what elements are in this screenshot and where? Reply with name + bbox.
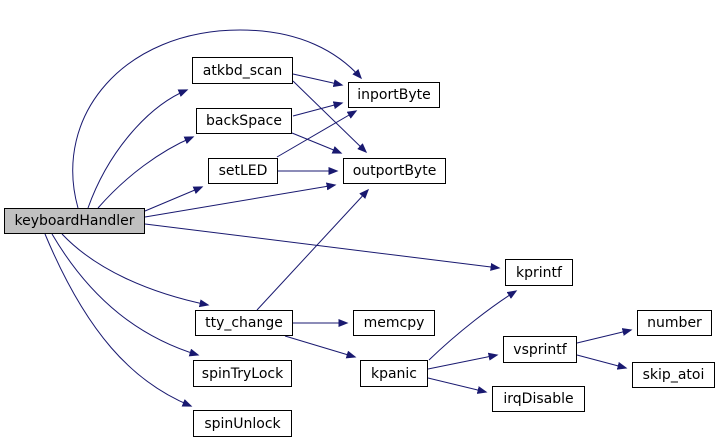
edge-atkbd_scan-inportByte (292, 73, 344, 88)
node-number-label: number (647, 315, 702, 331)
edge-keyboardHandler-backSpace (97, 136, 195, 209)
node-backSpace-label: backSpace (206, 113, 282, 129)
node-memcpy-label: memcpy (363, 315, 425, 331)
node-number[interactable]: number (637, 310, 712, 336)
edge-kpanic-kprintf (428, 290, 518, 361)
node-outportByte-label: outportByte (352, 163, 437, 179)
edge-keyboardHandler-atkbd_scan (87, 89, 189, 209)
node-kprintf-label: kprintf (516, 264, 562, 281)
node-irqDisable[interactable]: irqDisable (492, 386, 585, 412)
edge-keyboardHandler-spinTryLock (51, 233, 200, 357)
edge-keyboardHandler-tty_change (61, 233, 210, 308)
node-tty_change-label: tty_change (205, 315, 283, 331)
node-inportByte[interactable]: inportByte (348, 82, 440, 108)
node-kpanic-label: kpanic (370, 365, 418, 382)
node-spinUnlock-label: spinUnlock (204, 415, 281, 432)
node-vsprintf[interactable]: vsprintf (503, 336, 577, 363)
edge-backSpace-outportByte (291, 132, 343, 154)
node-setLED-label: setLED (218, 163, 268, 179)
node-spinTryLock[interactable]: spinTryLock (193, 360, 292, 387)
node-memcpy[interactable]: memcpy (353, 310, 435, 336)
edge-kpanic-vsprintf (427, 352, 499, 370)
edge-keyboardHandler-spinUnlock (44, 233, 193, 407)
node-irqDisable-label: irqDisable (503, 391, 574, 407)
node-skip_atoi-label: skip_atoi (642, 367, 705, 383)
edge-keyboardHandler-inportByte (72, 29, 362, 209)
edge-keyboardHandler-kprintf (144, 223, 501, 271)
edge-kpanic-irqDisable (427, 377, 488, 394)
edge-tty_change-outportByte (256, 188, 370, 311)
node-backSpace[interactable]: backSpace (196, 108, 292, 134)
node-atkbd_scan[interactable]: atkbd_scan (192, 57, 293, 84)
node-keyboardHandler-label: keyboardHandler (14, 213, 135, 229)
edge-keyboardHandler-setLED (144, 186, 204, 212)
node-vsprintf-label: vsprintf (513, 341, 567, 358)
edge-backSpace-inportByte (292, 101, 344, 117)
node-kpanic[interactable]: kpanic (360, 360, 428, 387)
node-tty_change[interactable]: tty_change (195, 310, 293, 336)
node-outportByte[interactable]: outportByte (343, 158, 446, 184)
edge-vsprintf-number (576, 328, 633, 344)
node-keyboardHandler[interactable]: keyboardHandler (4, 208, 145, 234)
edge-vsprintf-skip_atoi (576, 354, 628, 370)
node-spinTryLock-label: spinTryLock (201, 365, 284, 382)
node-inportByte-label: inportByte (357, 87, 431, 103)
edge-atkbd_scan-outportByte (292, 80, 368, 154)
node-setLED[interactable]: setLED (208, 158, 278, 184)
edge-setLED-inportByte (276, 110, 358, 158)
node-atkbd_scan-label: atkbd_scan (202, 62, 283, 79)
node-kprintf[interactable]: kprintf (505, 259, 573, 286)
node-spinUnlock[interactable]: spinUnlock (193, 410, 292, 437)
edge-tty_change-kpanic (284, 335, 357, 359)
edge-keyboardHandler-outportByte (144, 182, 337, 218)
node-skip_atoi[interactable]: skip_atoi (632, 362, 715, 388)
